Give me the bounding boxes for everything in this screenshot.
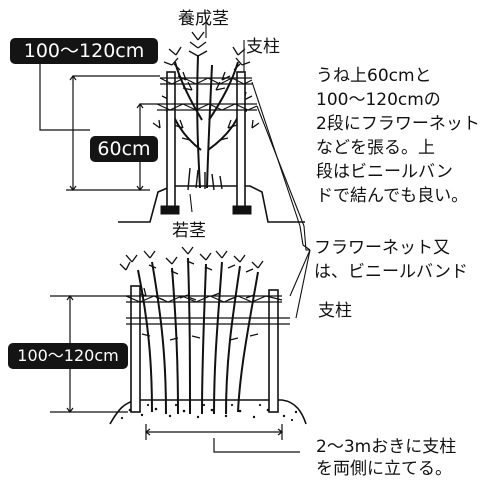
bottom-pole-right <box>268 289 279 413</box>
label-pole-top: 支柱 <box>246 37 280 57</box>
top-pole-base-right <box>232 205 252 215</box>
label-young-stem: 若茎 <box>172 221 206 241</box>
bottom-stems <box>137 257 259 415</box>
top-ridge <box>118 185 305 223</box>
top-pole-base-left <box>160 205 180 215</box>
top-pole-left <box>166 71 176 211</box>
bottom-soil-dots <box>120 403 298 422</box>
note-pole-spacing: 2～3mおきに支柱 を両側に立てる。 <box>316 437 457 479</box>
top-figure <box>118 31 305 223</box>
bottom-foliage <box>119 246 264 341</box>
note-net-height: うね上60cmと 100～120cmの 2段にフラワーネット などを張る。上 段… <box>316 66 480 206</box>
net-leaders <box>251 81 311 319</box>
bottom-mound <box>109 399 307 425</box>
note-net-type: フラワーネット又 は、ビニールバンド <box>314 238 468 282</box>
bottom-net <box>125 295 290 325</box>
top-net-lower <box>156 103 258 111</box>
top-pole-right <box>236 71 246 211</box>
top-leaders <box>189 23 245 213</box>
bottom-figure <box>109 246 307 425</box>
bottom-dimensions <box>50 295 300 453</box>
dim-bottom-badge: 100～120cm <box>8 343 128 369</box>
young-stems <box>187 167 223 191</box>
top-dimensions <box>39 62 160 191</box>
label-stem-top: 養成茎 <box>178 9 229 29</box>
dim-top-outer-badge: 100～120cm <box>10 38 158 64</box>
dim-top-inner-badge: 60cm <box>90 136 158 162</box>
label-pole-bottom: 支柱 <box>318 301 352 321</box>
top-net-upper <box>159 77 253 85</box>
bottom-pole-left <box>130 285 141 413</box>
